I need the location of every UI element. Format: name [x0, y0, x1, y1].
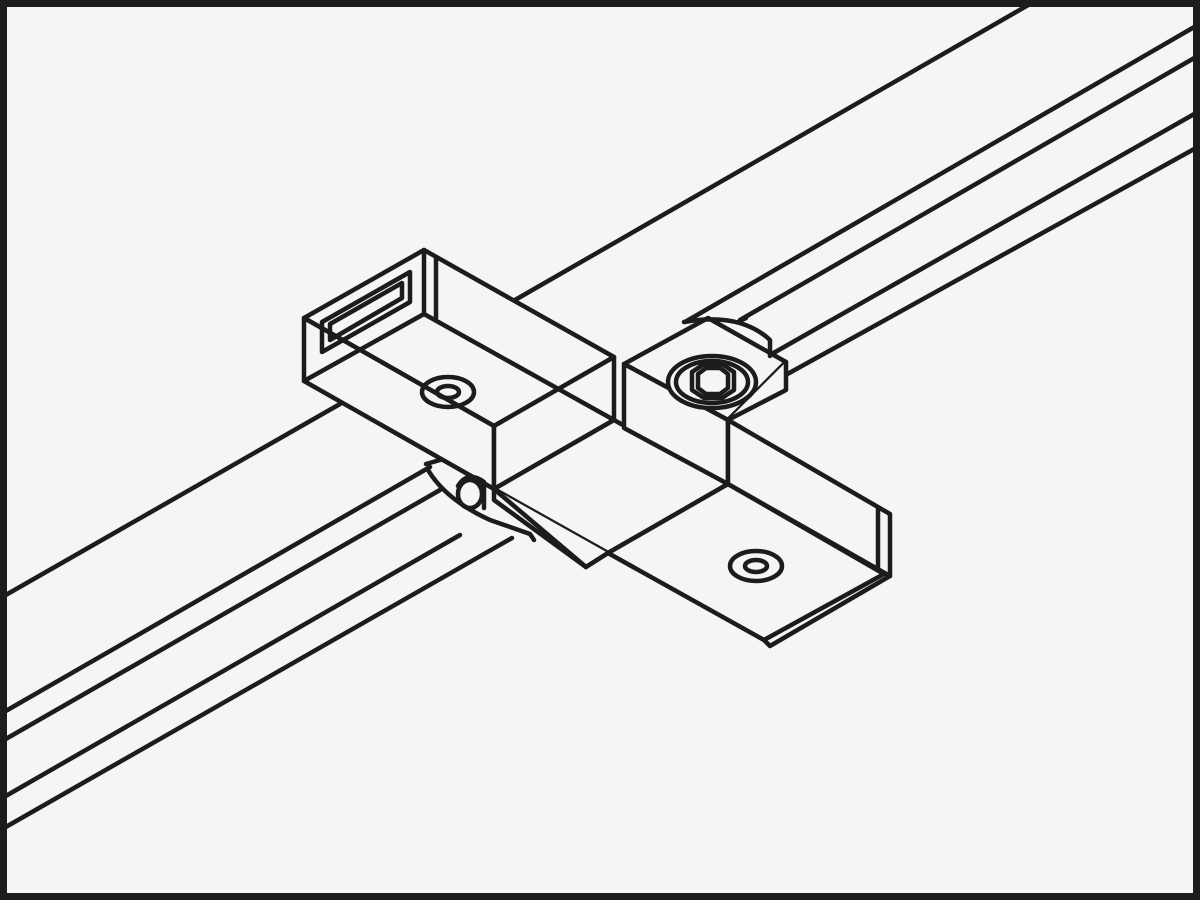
right-plate-bottom — [583, 550, 611, 570]
rectangular-slot-icon — [319, 269, 413, 355]
bolt-hole-icon — [419, 374, 477, 410]
lower-clamp-edge — [423, 457, 443, 467]
clamp-crescent-side — [735, 315, 749, 325]
lower-clamp-boss — [455, 477, 485, 511]
center-block-left — [491, 486, 589, 570]
right-plate-front-edge — [761, 573, 893, 649]
bolt-head-rim — [673, 358, 751, 406]
slot-inner — [327, 280, 405, 343]
rail-groove-line-1 — [1, 487, 443, 743]
lower-clamp — [423, 457, 537, 543]
upper-block-right — [725, 359, 789, 423]
main-rail — [1, 1, 1199, 831]
right-plate — [583, 417, 893, 649]
rail-groove-far-2 — [767, 110, 1199, 358]
rail-groove-far-1 — [737, 54, 1199, 323]
rail-top-edge-front — [1, 464, 433, 715]
rail-top-edge-back-far — [512, 1, 1033, 303]
bolt-hole-inner-right — [742, 557, 770, 575]
hex-socket — [689, 361, 737, 401]
bolt-hole-inner — [434, 383, 462, 401]
upper-fastener-block — [621, 315, 789, 487]
bolt-hole-icon-right — [727, 548, 785, 584]
rail-groove-far-3 — [779, 145, 1199, 380]
left-end-block — [301, 247, 617, 492]
hex-socket-inner — [695, 365, 731, 397]
left-block-inner-top-front — [301, 311, 427, 384]
hex-socket-bolt-icon — [665, 353, 759, 411]
rail-ridge-far — [682, 23, 1199, 325]
rail-top-edge-back — [1, 401, 343, 599]
rail-bottom-edge — [1, 535, 515, 831]
rail-groove-line-2 — [1, 532, 463, 800]
